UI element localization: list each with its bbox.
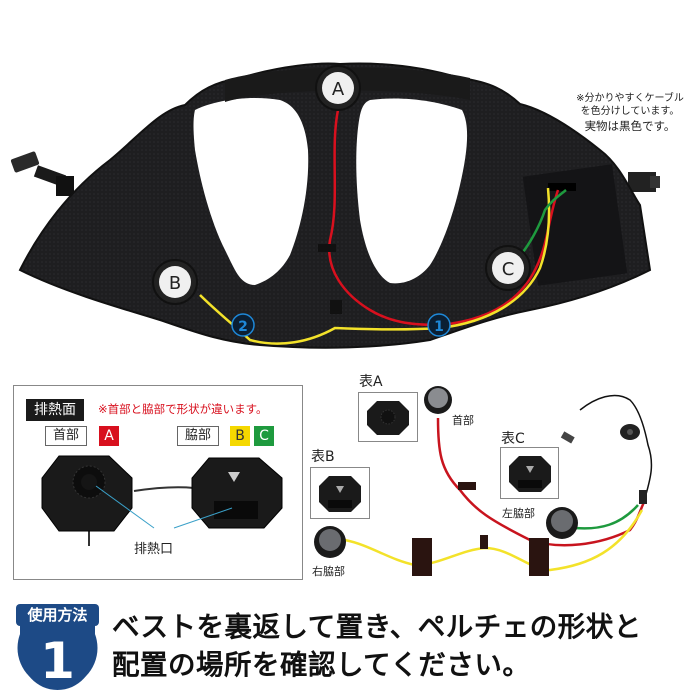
svg-text:A: A xyxy=(332,79,345,100)
right-side-location-label: 右脇部 xyxy=(312,565,345,578)
exhaust-units-illustration xyxy=(41,455,283,546)
exhaust-port-caption: 排熱口 xyxy=(134,542,174,557)
badge-a: A xyxy=(99,426,119,446)
table-c-label: 表C xyxy=(501,431,525,447)
table-b-label: 表B xyxy=(311,449,335,465)
neck-location-label: 首部 xyxy=(452,414,474,427)
table-a-thumbnail xyxy=(358,392,418,442)
table-a-label: 表A xyxy=(359,374,383,390)
peltier-b-icon: B xyxy=(152,259,198,305)
neck-peltier-icon xyxy=(424,386,452,414)
cable-red xyxy=(327,109,560,327)
left-side-peltier-icon xyxy=(546,507,578,539)
side-unit-vent-icon xyxy=(191,457,283,529)
svg-text:C: C xyxy=(502,259,515,280)
table-b-thumbnail xyxy=(310,467,370,519)
left-buckle-icon xyxy=(10,151,74,196)
exhaust-surface-panel: 排熱面 ※首部と脇部で形状が違います。 首部 A 脇部 B C 排熱口 xyxy=(13,385,303,580)
side-part-label: 脇部 xyxy=(177,426,220,446)
peltier-c-icon: C xyxy=(485,245,531,291)
shape-difference-warning: ※首部と脇部で形状が違います。 xyxy=(98,402,268,416)
svg-text:2: 2 xyxy=(238,319,248,335)
step-instruction-line2: 配置の場所を確認してください。 xyxy=(112,649,531,681)
neck-unit-fan-icon xyxy=(41,455,133,532)
cable-harness-illustration xyxy=(314,386,653,576)
step-badge-number: 1 xyxy=(40,632,75,690)
right-side-peltier-icon xyxy=(314,526,346,558)
badge-c: C xyxy=(254,426,274,446)
neck-part-label: 首部 xyxy=(45,426,88,446)
vest-illustration: A B C 2 1 xyxy=(10,62,660,349)
badge-b: B xyxy=(230,426,250,446)
cable-note-line3: 実物は黒色です。 xyxy=(584,119,676,133)
right-buckle-icon xyxy=(628,172,660,192)
exhaust-title: 排熱面 xyxy=(26,399,84,421)
cable-green xyxy=(514,189,567,263)
route-marker-1-icon: 1 xyxy=(427,313,451,337)
cable-color-note: ※分かりやすくケーブル を色分けしています。 実物は黒色です。 xyxy=(560,92,700,133)
cable-note-line2: を色分けしています。 xyxy=(580,106,680,117)
step-badge: 使用方法 1 xyxy=(16,604,99,690)
table-c-thumbnail xyxy=(500,447,559,499)
cable-yellow xyxy=(199,187,551,345)
step-instruction: ベストを裏返して置き、ペルチェの形状と 配置の場所を確認してください。 xyxy=(112,608,642,684)
step-instruction-line1: ベストを裏返して置き、ペルチェの形状と xyxy=(112,611,642,643)
step-badge-title: 使用方法 xyxy=(26,606,87,624)
svg-text:1: 1 xyxy=(434,319,444,335)
controller-icon xyxy=(620,424,640,440)
usb-plug-icon xyxy=(560,431,575,444)
svg-text:B: B xyxy=(169,273,181,294)
cable-note-line1: ※分かりやすくケーブル xyxy=(576,93,684,104)
peltier-a-icon: A xyxy=(315,65,361,111)
left-side-location-label: 左脇部 xyxy=(502,507,535,520)
route-marker-2-icon: 2 xyxy=(231,313,255,337)
